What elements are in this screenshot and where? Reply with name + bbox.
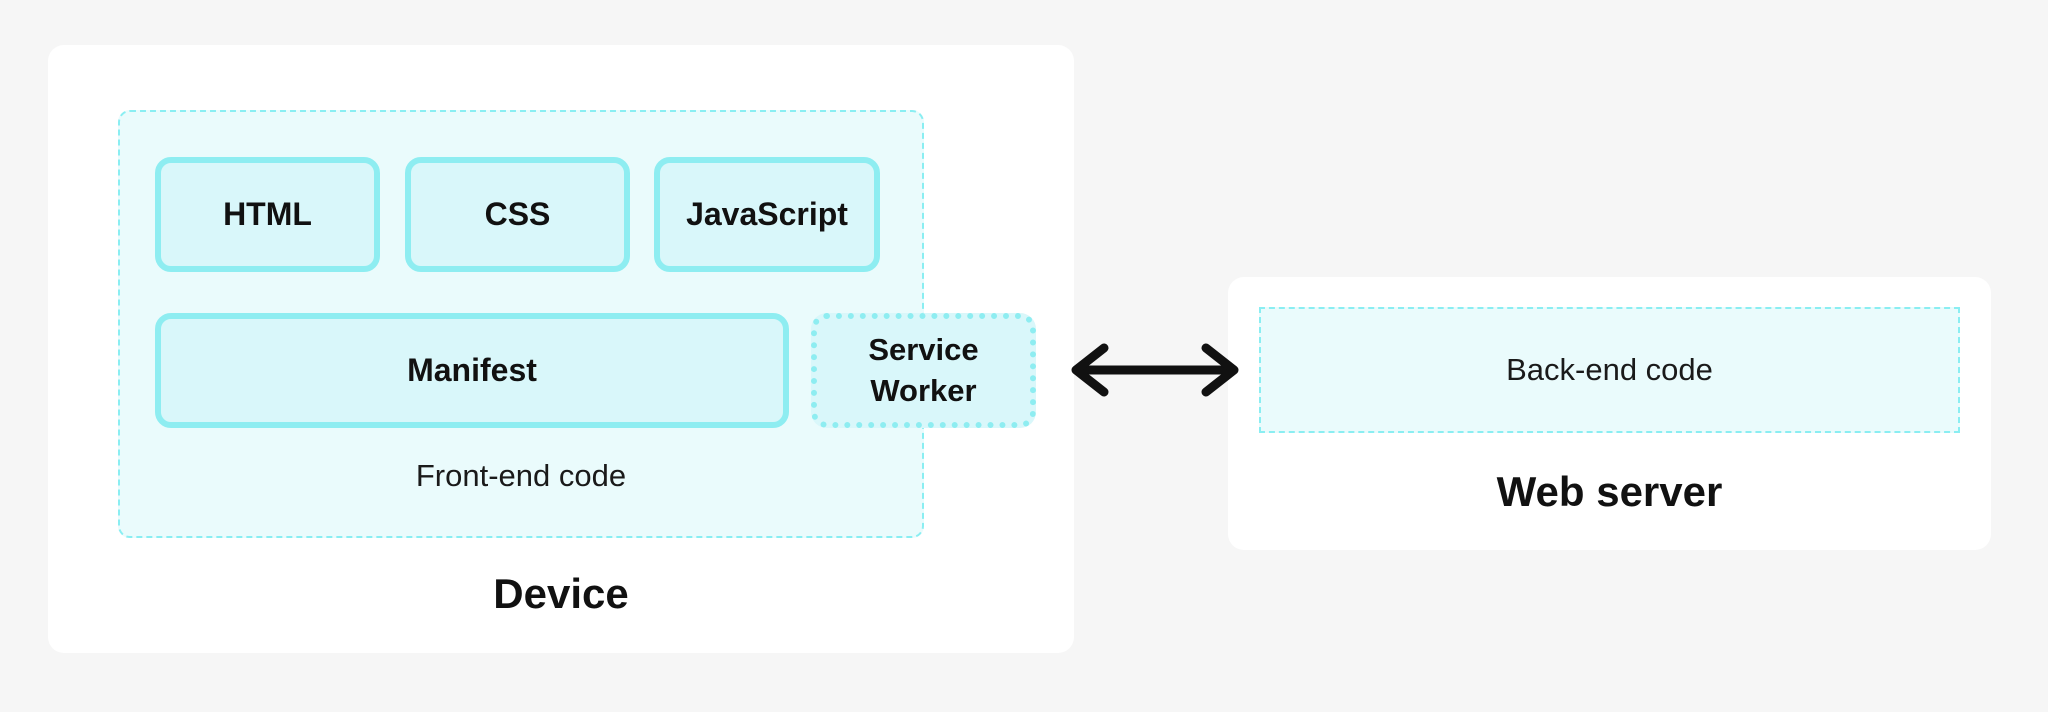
service-worker-block: Service Worker	[811, 313, 1036, 428]
backend-code-label: Back-end code	[1506, 352, 1713, 387]
bidirectional-arrow-icon	[1071, 343, 1239, 397]
arrow-head-left	[1071, 343, 1109, 397]
html-block: HTML	[155, 157, 380, 272]
device-title: Device	[493, 570, 629, 617]
web-server-title: Web server	[1496, 468, 1723, 515]
arrow-head-right	[1201, 343, 1239, 397]
frontend-code-label: Front-end code	[415, 458, 627, 493]
html-block-label: HTML	[223, 195, 312, 232]
javascript-block-label: JavaScript	[686, 195, 848, 232]
backend-code-container	[1259, 307, 1960, 433]
manifest-block-label: Manifest	[407, 351, 537, 388]
css-block-label: CSS	[484, 195, 551, 232]
service-worker-label-line2: Worker	[870, 372, 977, 408]
javascript-block: JavaScript	[654, 157, 880, 272]
service-worker-label-line1: Service	[868, 332, 979, 368]
css-block: CSS	[405, 157, 630, 272]
manifest-block: Manifest	[155, 313, 789, 428]
